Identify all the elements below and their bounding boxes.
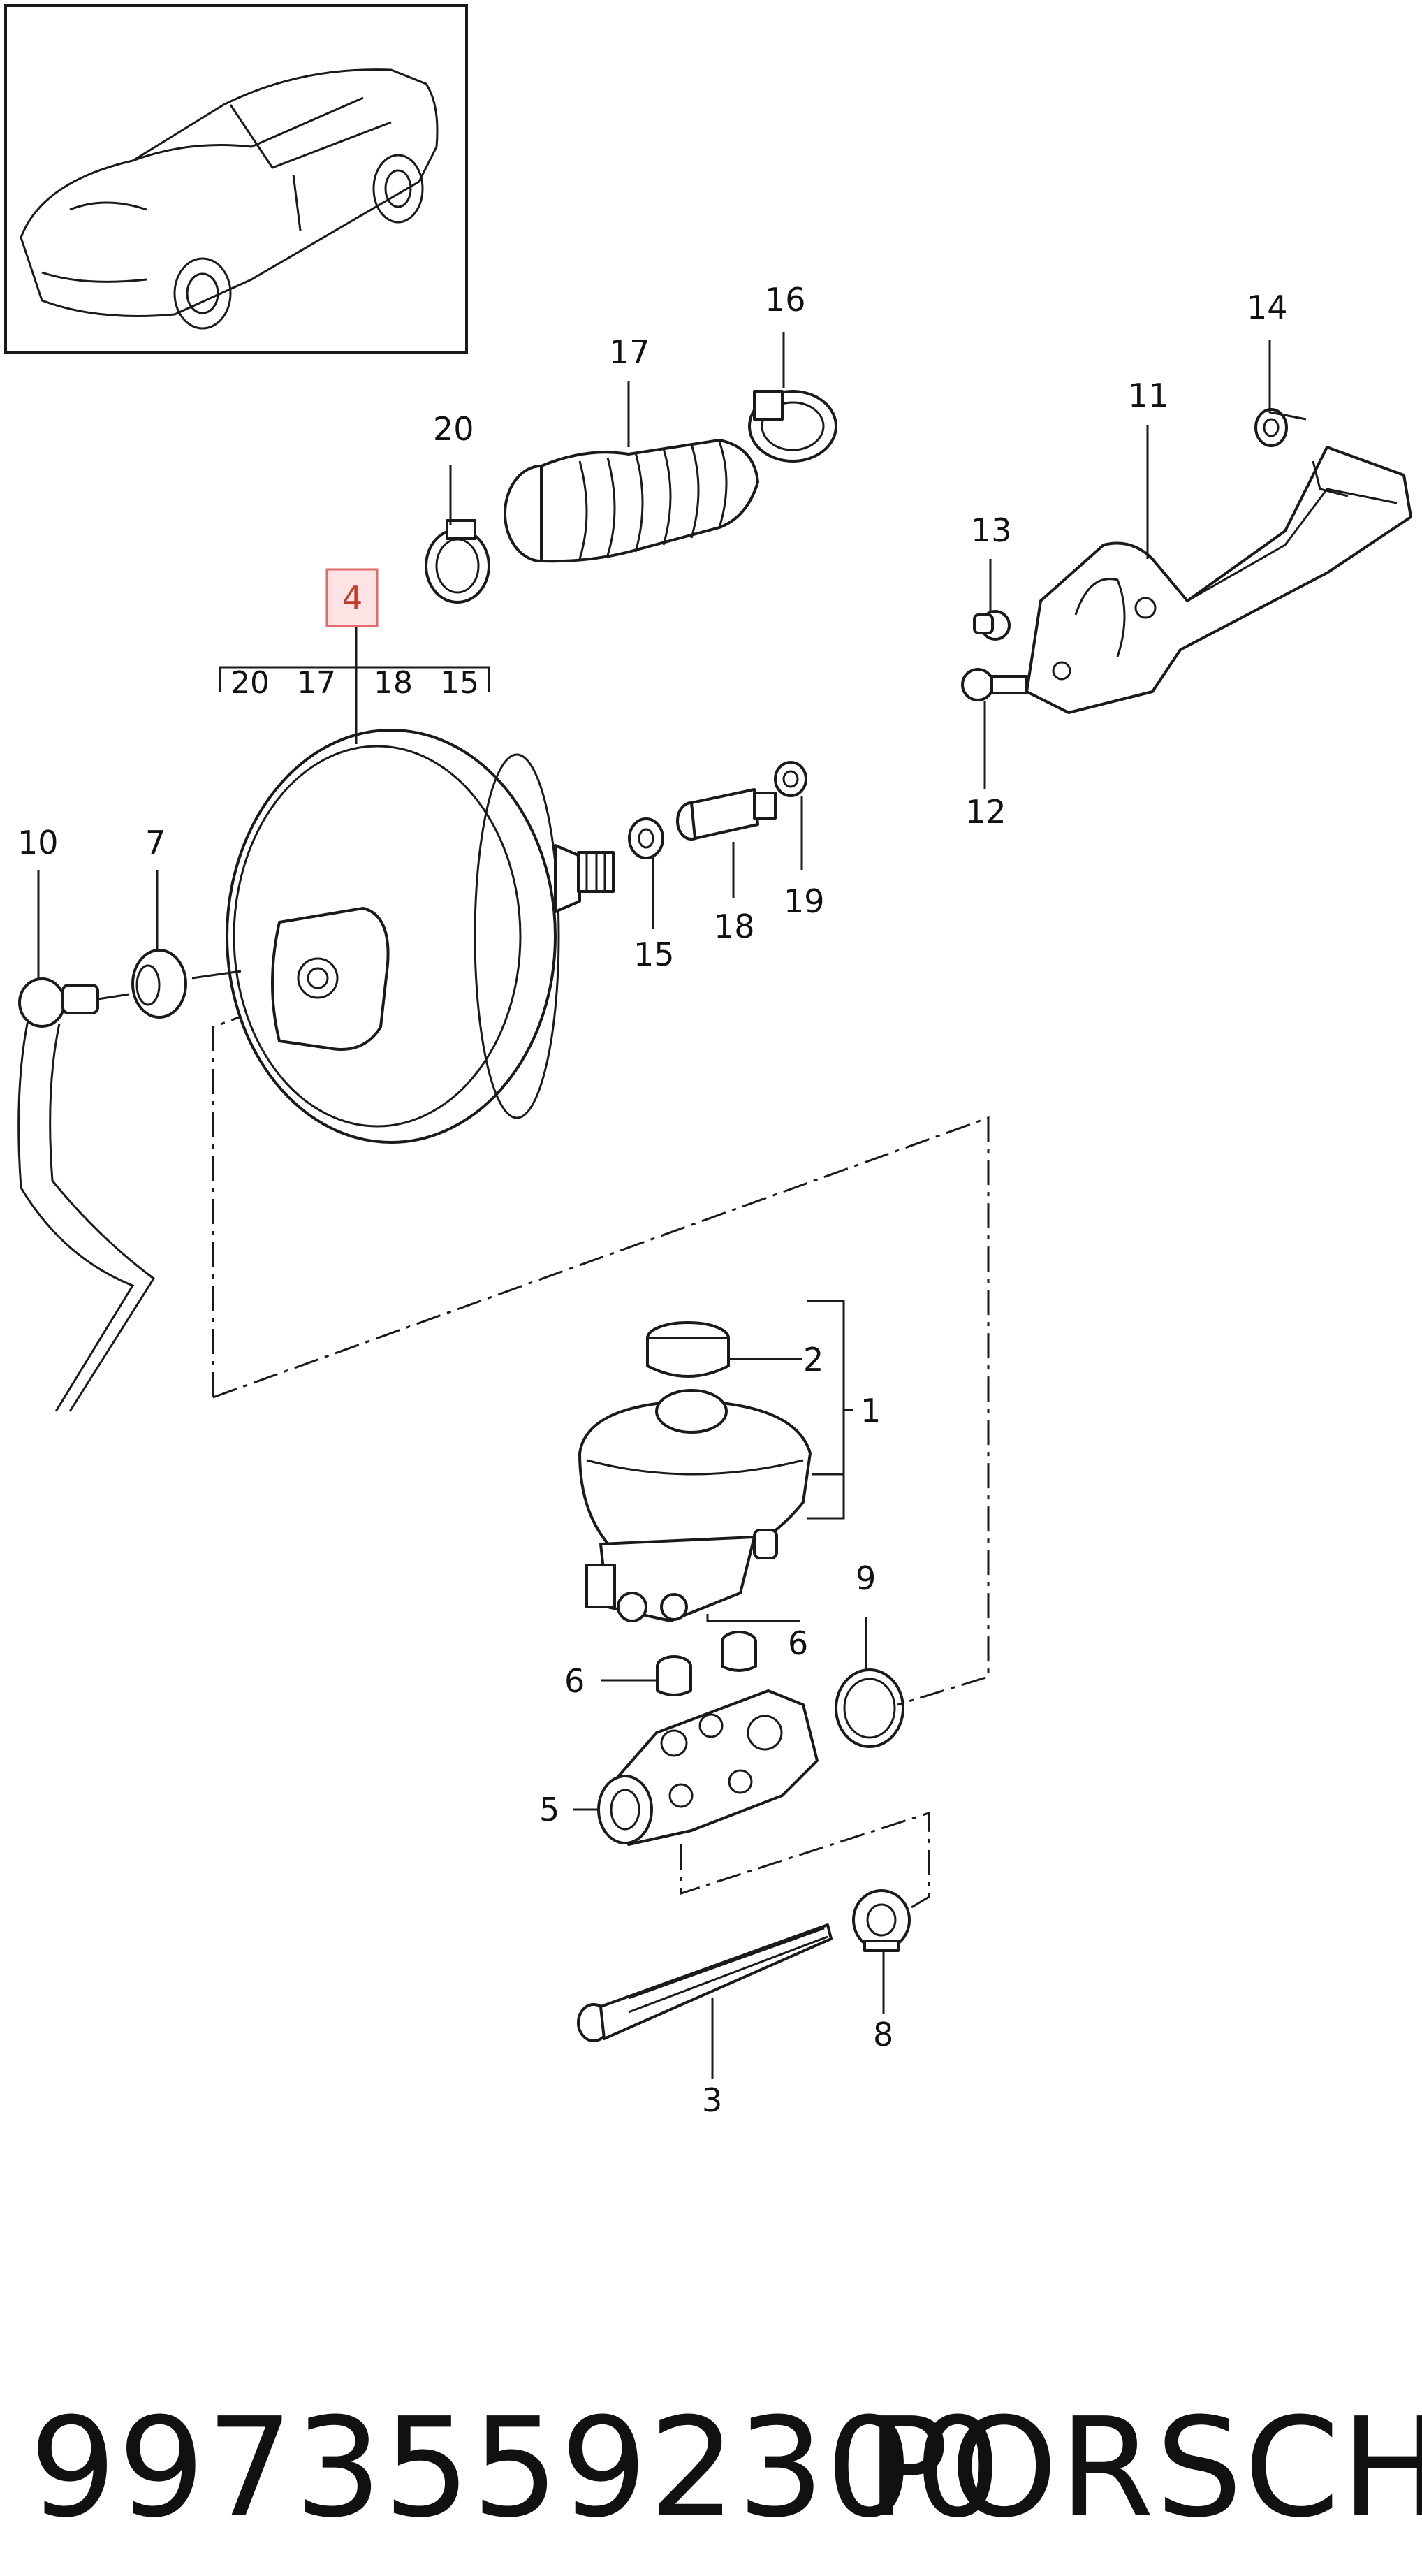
mounting-bracket (1025, 446, 1412, 714)
callout-19: 19 (784, 882, 825, 920)
callout-5: 5 (539, 1791, 559, 1828)
subassembly-label: 18 (374, 665, 413, 701)
assembly-boundary-cylinder (680, 1811, 930, 1909)
brake-booster (226, 729, 615, 1144)
callout-8: 8 (873, 2016, 893, 2053)
callout-18: 18 (714, 908, 755, 945)
brand-name: PORSCHE (866, 2389, 1422, 2548)
callout-11: 11 (1128, 377, 1169, 414)
seal-6a (656, 1655, 692, 1696)
subassembly-label: 20 (230, 665, 270, 701)
dust-boot-17 (504, 439, 759, 563)
assembly-boundary-booster (212, 1015, 990, 1706)
subassembly-label: 17 (297, 665, 336, 701)
callout-16: 16 (765, 281, 806, 319)
fluid-reservoir (578, 1389, 812, 1622)
callout-7: 7 (145, 824, 166, 861)
nut-15 (628, 817, 664, 859)
o-ring (835, 1668, 904, 1748)
callout-13: 13 (971, 511, 1012, 549)
callout-1: 1 (860, 1392, 881, 1429)
bolt-18 (676, 788, 777, 841)
part-number: 99735592300 (29, 2389, 1003, 2548)
nut-19 (774, 761, 807, 797)
flange-nut (852, 1889, 911, 1952)
vehicle-thumbnail (4, 4, 468, 354)
nut-14 (1254, 408, 1288, 447)
hose-clamp-20 (425, 519, 490, 604)
callout-9: 9 (856, 1559, 876, 1597)
highlight-box (325, 568, 379, 627)
hose-clamp-16 (748, 390, 837, 463)
master-cylinder (597, 1689, 819, 1846)
grommet (131, 949, 242, 1019)
callout-6b: 6 (788, 1624, 808, 1662)
callout-15: 15 (633, 936, 675, 973)
callout-6a: 6 (564, 1662, 585, 1700)
bolt-12 (961, 668, 1028, 701)
vacuum-hose (17, 977, 156, 1412)
subassembly-label: 15 (440, 665, 479, 701)
leader-lines (37, 332, 1307, 2079)
callout-20: 20 (433, 410, 474, 448)
reservoir-cap (646, 1321, 730, 1378)
subassembly-list: 20 17 18 15 (230, 665, 479, 701)
callout-14: 14 (1247, 289, 1288, 326)
callout-labels: 1 2 3 4 5 6 6 7 8 9 10 11 12 13 14 15 16… (17, 281, 1288, 2119)
callout-2: 2 (803, 1341, 823, 1378)
callout-10: 10 (17, 824, 59, 861)
callout-12: 12 (965, 793, 1006, 831)
long-bolt (577, 1923, 833, 2042)
callout-17: 17 (609, 333, 650, 371)
seal-6b (721, 1631, 757, 1672)
bolt-13 (973, 610, 1011, 641)
callout-4: 4 (342, 579, 362, 617)
car-outline-icon (20, 68, 439, 330)
callout-3: 3 (702, 2081, 722, 2119)
